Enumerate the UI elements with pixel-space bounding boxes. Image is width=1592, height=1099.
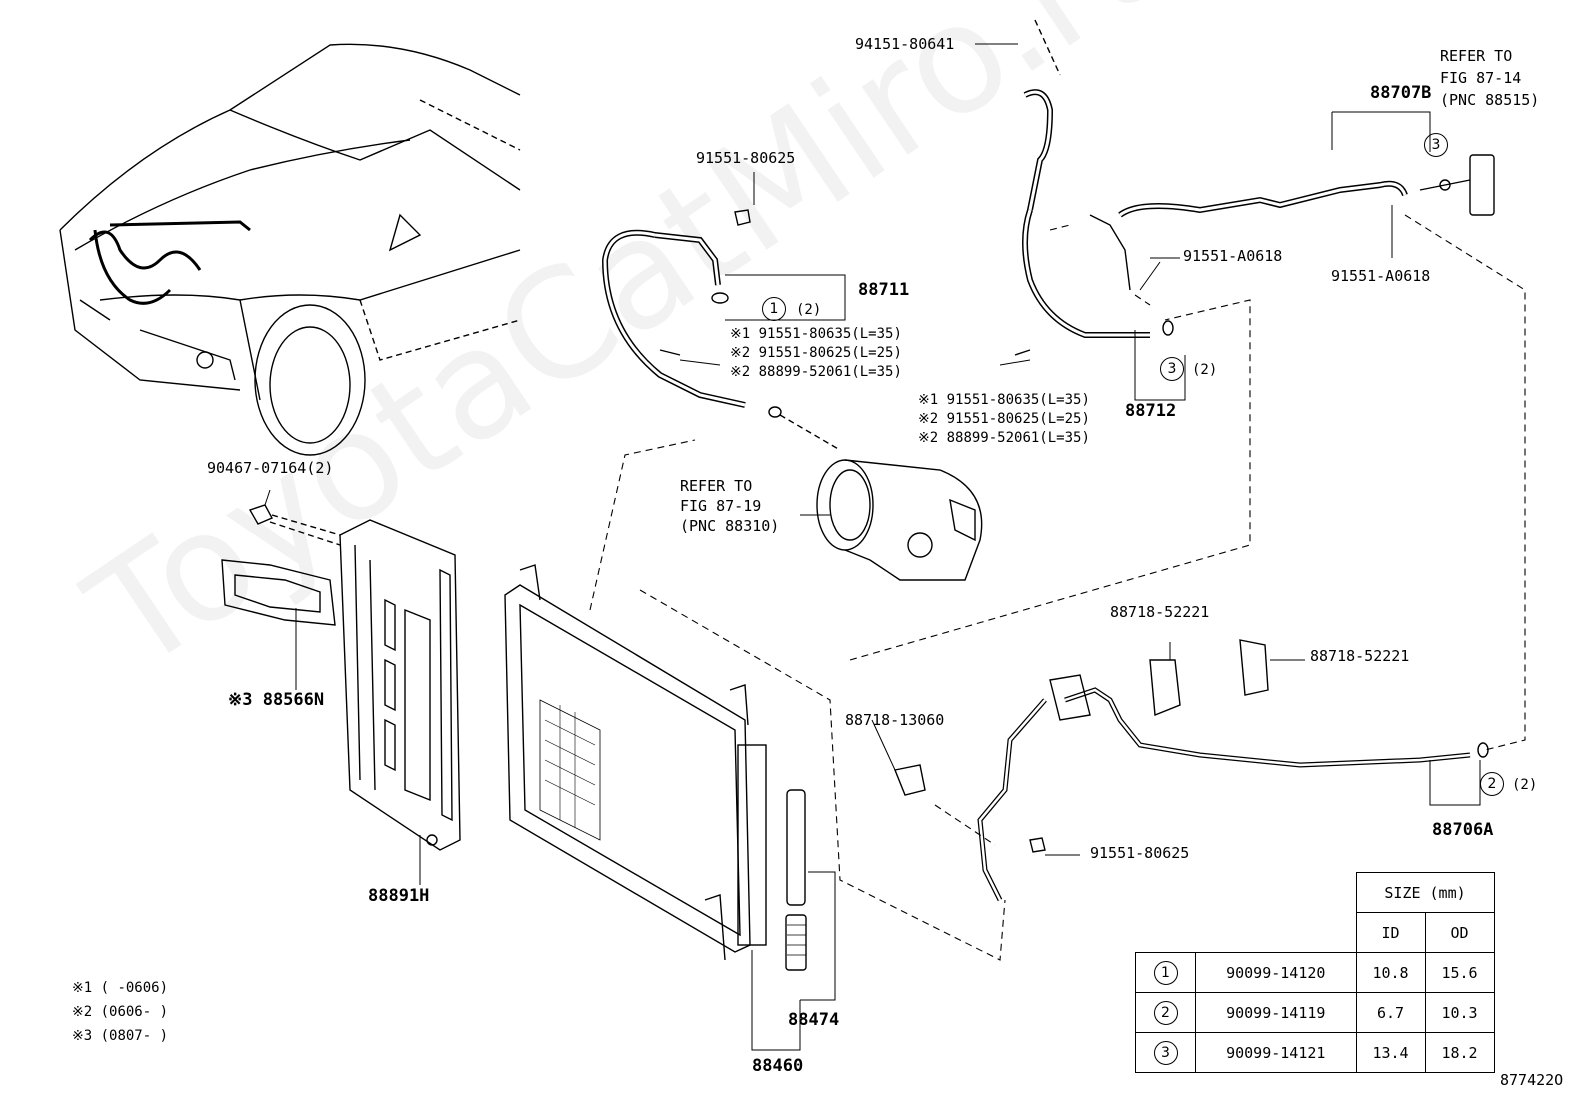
condenser-88460: [504, 564, 767, 961]
compressor: [816, 459, 983, 581]
label-note-2-stud-a: ※2 88899-52061(L=35): [730, 364, 902, 380]
row-id: 13.4: [1355, 1032, 1426, 1073]
row-id: 6.7: [1355, 992, 1426, 1033]
label-88711-qty: (2): [796, 302, 822, 318]
drier-88474: [785, 789, 807, 971]
label-fig-87-14: FIG 87-14: [1440, 69, 1522, 87]
label-pnc-88310: (PNC 88310): [680, 517, 780, 535]
car-illustration: [59, 43, 521, 456]
label-94151-80641: 94151-80641: [855, 35, 955, 53]
label-91551-a0618-right: 91551-A0618: [1331, 267, 1431, 285]
label-note-1-bolt-b: ※1 91551-80635(L=35): [918, 392, 1090, 408]
label-88566n: ※3 88566N: [228, 690, 325, 710]
dashed-routing: [589, 214, 1526, 961]
label-pnc-88515: (PNC 88515): [1440, 91, 1540, 109]
row-mark: 1: [1153, 960, 1178, 985]
label-88707b: 88707B: [1370, 83, 1432, 103]
tube-88706a: [894, 639, 1489, 902]
col-id: ID: [1355, 912, 1426, 953]
hose-88711: [601, 209, 841, 451]
ring-marker-2: 2: [1480, 772, 1504, 796]
pipe-88707b: [1023, 89, 1495, 291]
label-88718-13060: 88718-13060: [845, 711, 945, 729]
table-row: 1 90099-14120 10.8 15.6: [1135, 952, 1495, 993]
row-id: 10.8: [1355, 952, 1426, 993]
row-part: 90099-14120: [1195, 952, 1357, 993]
ring-marker-3-mid: 3: [1160, 357, 1184, 381]
leader-lines: [264, 43, 1481, 1051]
table-row: 3 90099-14121 13.4 18.2: [1135, 1032, 1495, 1073]
o-ring-size-table: SIZE (mm) ID OD 1 90099-14120 10.8 15.6 …: [1135, 872, 1495, 1073]
row-od: 10.3: [1424, 992, 1495, 1033]
clip-90467: [248, 504, 341, 546]
label-88718-52221-right: 88718-52221: [1310, 647, 1410, 665]
row-od: 18.2: [1424, 1032, 1495, 1073]
row-od: 15.6: [1424, 952, 1495, 993]
footnote-3: ※3 (0807- ): [72, 1028, 169, 1044]
label-fig-87-19: FIG 87-19: [680, 497, 762, 515]
label-note-2-bolt-a: ※2 91551-80625(L=25): [730, 345, 902, 361]
radiator-air-guide-88891h: [339, 519, 461, 851]
label-91551-80625-top: 91551-80625: [696, 149, 796, 167]
label-88711: 88711: [858, 280, 910, 300]
ring-marker-1: 1: [762, 297, 786, 321]
label-note-2-stud-b: ※2 88899-52061(L=35): [918, 430, 1090, 446]
row-part: 90099-14119: [1195, 992, 1357, 1033]
duct-seal-88566n: [221, 559, 336, 626]
label-88706a-qty: (2): [1512, 777, 1538, 793]
label-88712: 88712: [1125, 401, 1177, 421]
label-88474: 88474: [788, 1010, 840, 1030]
label-90467-07164: 90467-07164(2): [207, 459, 334, 477]
label-figure-number: 877422O: [1500, 1071, 1564, 1089]
ring-marker-3-top: 3: [1424, 133, 1448, 157]
label-88718-52221-top: 88718-52221: [1110, 603, 1210, 621]
row-mark: 3: [1153, 1040, 1178, 1065]
col-od: OD: [1424, 912, 1495, 953]
table-row: 2 90099-14119 6.7 10.3: [1135, 992, 1495, 1033]
footnote-1: ※1 ( -0606): [72, 980, 169, 996]
row-part: 90099-14121: [1195, 1032, 1357, 1073]
label-refer-to-mid: REFER TO: [680, 477, 753, 495]
label-88460: 88460: [752, 1056, 804, 1076]
label-88706a: 88706A: [1432, 820, 1494, 840]
label-91551-a0618-left: 91551-A0618: [1183, 247, 1283, 265]
label-88712-qty: (2): [1192, 362, 1218, 378]
hose-88712: [1014, 19, 1174, 356]
label-88891h: 88891H: [368, 886, 430, 906]
label-91551-80625-bottom: 91551-80625: [1090, 844, 1190, 862]
label-note-2-bolt-b: ※2 91551-80625(L=25): [918, 411, 1090, 427]
row-mark: 2: [1153, 1000, 1178, 1025]
size-header: SIZE (mm): [1355, 872, 1495, 913]
label-note-1-bolt-a: ※1 91551-80635(L=35): [730, 326, 902, 342]
label-refer-to-top: REFER TO: [1440, 47, 1513, 65]
footnote-2: ※2 (0606- ): [72, 1004, 169, 1020]
